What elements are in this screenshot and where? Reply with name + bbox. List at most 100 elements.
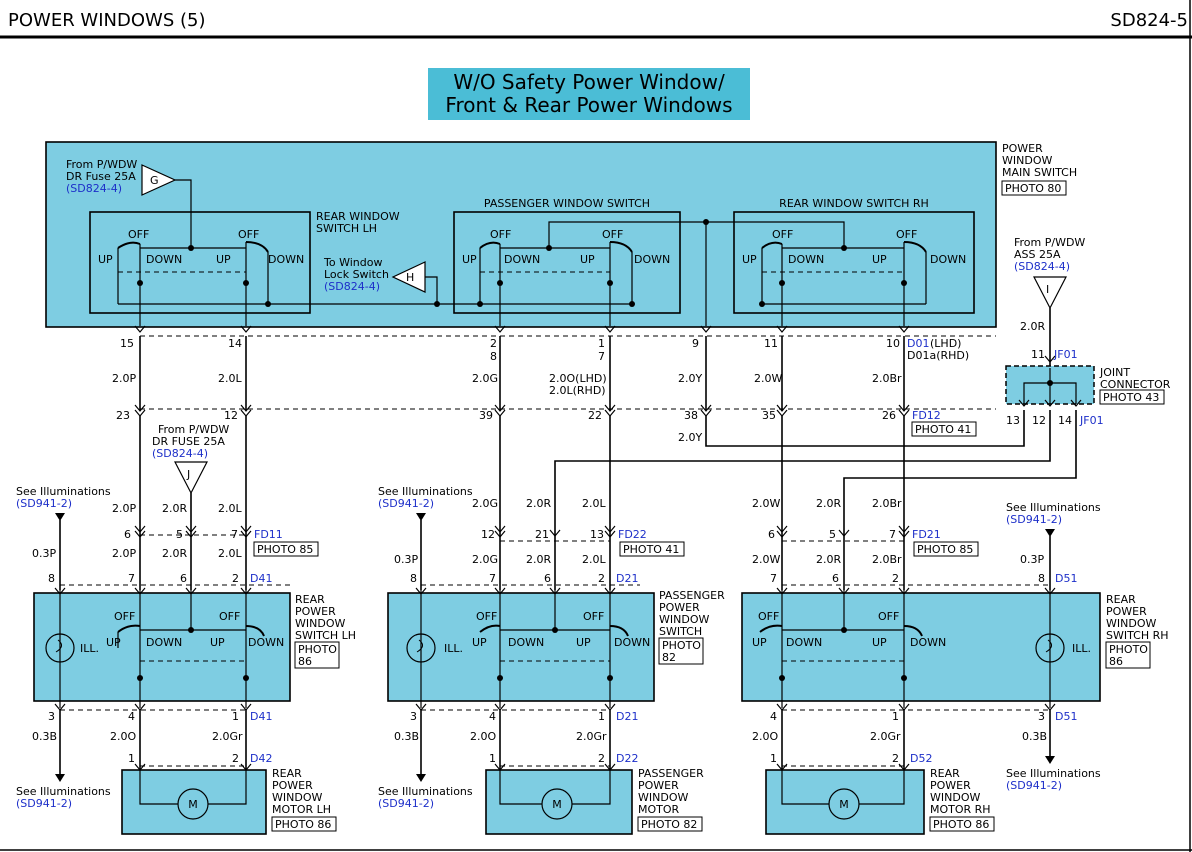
svg-text:DOWN: DOWN xyxy=(508,636,544,649)
svg-text:2.0Gr: 2.0Gr xyxy=(212,730,243,743)
svg-text:7: 7 xyxy=(598,350,605,363)
svg-text:2.0W: 2.0W xyxy=(754,372,782,385)
svg-text:G: G xyxy=(150,174,159,187)
svg-text:12: 12 xyxy=(481,528,495,541)
svg-text:PHOTO 86: PHOTO 86 xyxy=(275,818,331,831)
svg-text:2.0G: 2.0G xyxy=(472,372,498,385)
svg-text:2.0O: 2.0O xyxy=(752,730,778,743)
svg-text:2.0Gr: 2.0Gr xyxy=(576,730,607,743)
svg-text:UP: UP xyxy=(462,253,477,266)
passenger-window-switch-main: PASSENGER WINDOW SWITCH OFF OFF UP DOWN … xyxy=(453,197,706,326)
connector-h: To Window Lock Switch (SD824-4) H xyxy=(323,256,438,304)
svg-text:SWITCH RH: SWITCH RH xyxy=(1106,629,1169,642)
svg-text:6: 6 xyxy=(124,528,131,541)
page-title: POWER WINDOWS (5) xyxy=(8,10,205,31)
svg-text:23: 23 xyxy=(116,409,130,422)
svg-text:2.0O: 2.0O xyxy=(110,730,136,743)
svg-text:POWER: POWER xyxy=(659,601,700,614)
passenger-power-window-switch: 8 7 6 2 D21 ILL. OFF OFF UP DOWN UP DOWN… xyxy=(387,572,725,723)
svg-text:2.0Br: 2.0Br xyxy=(872,372,902,385)
svg-text:CONNECTOR: CONNECTOR xyxy=(1100,378,1171,391)
svg-text:2.0O(LHD): 2.0O(LHD) xyxy=(549,372,607,385)
svg-text:ILL.: ILL. xyxy=(444,642,463,655)
svg-text:2.0W: 2.0W xyxy=(752,497,780,510)
svg-text:22: 22 xyxy=(588,409,602,422)
svg-text:PHOTO 86: PHOTO 86 xyxy=(933,818,989,831)
svg-text:15: 15 xyxy=(120,337,134,350)
svg-text:M: M xyxy=(188,798,198,811)
svg-text:(SD824-4): (SD824-4) xyxy=(1014,260,1070,273)
svg-text:0.3B: 0.3B xyxy=(394,730,419,743)
svg-text:1: 1 xyxy=(598,337,605,350)
title-line-2: Front & Rear Power Windows xyxy=(445,93,732,117)
svg-text:OFF: OFF xyxy=(896,228,917,241)
svg-text:SWITCH: SWITCH xyxy=(659,625,702,638)
svg-text:4: 4 xyxy=(489,710,496,723)
svg-text:PHOTO: PHOTO xyxy=(298,643,337,656)
svg-text:OFF: OFF xyxy=(878,610,899,623)
svg-text:7: 7 xyxy=(889,528,896,541)
svg-text:2.0L: 2.0L xyxy=(218,547,242,560)
svg-text:2.0Br: 2.0Br xyxy=(872,497,902,510)
svg-text:UP: UP xyxy=(872,253,887,266)
svg-text:M: M xyxy=(552,798,562,811)
wires-passenger: 2.0G 2.0R 2.0L 12 21 13 FD22 PHOTO 41 2.… xyxy=(378,416,685,590)
svg-text:OFF: OFF xyxy=(490,228,511,241)
svg-text:DR FUSE 25A: DR FUSE 25A xyxy=(152,435,225,448)
wires-rear-rh: 2.0W 2.0R 2.0Br 6 5 7 FD21 PHOTO 85 2.0W… xyxy=(752,416,1101,590)
connector-g: From P/WDW DR Fuse 25A (SD824-4) G xyxy=(66,158,192,248)
svg-text:(SD941-2): (SD941-2) xyxy=(16,797,72,810)
svg-text:POWER: POWER xyxy=(295,605,336,618)
svg-text:OFF: OFF xyxy=(219,610,240,623)
svg-text:I: I xyxy=(1046,283,1049,296)
svg-text:MOTOR: MOTOR xyxy=(638,803,680,816)
svg-text:6: 6 xyxy=(832,572,839,585)
svg-text:12: 12 xyxy=(1032,414,1046,427)
svg-text:(SD824-4): (SD824-4) xyxy=(66,182,122,195)
svg-text:ASS 25A: ASS 25A xyxy=(1014,248,1061,261)
svg-text:PASSENGER: PASSENGER xyxy=(659,589,725,602)
page-code: SD824-5 xyxy=(1110,10,1188,31)
svg-text:2.0R: 2.0R xyxy=(526,553,551,566)
svg-text:POWER: POWER xyxy=(1002,142,1043,155)
svg-text:Lock Switch: Lock Switch xyxy=(324,268,389,281)
title-line-1: W/O Safety Power Window/ xyxy=(453,70,725,94)
svg-text:7: 7 xyxy=(231,528,238,541)
svg-text:5: 5 xyxy=(829,528,836,541)
rear-power-window-switch-rh: 7 6 2 8 D51 ILL. OFF OFF UP DOWN UP DOWN… xyxy=(741,572,1169,723)
svg-text:0.3B: 0.3B xyxy=(32,730,57,743)
svg-text:OFF: OFF xyxy=(758,610,779,623)
svg-text:1: 1 xyxy=(128,752,135,765)
svg-text:14: 14 xyxy=(228,337,242,350)
svg-text:WINDOW: WINDOW xyxy=(1002,154,1052,167)
svg-text:D42: D42 xyxy=(250,752,272,765)
svg-text:2.0R: 2.0R xyxy=(162,502,187,515)
svg-text:2.0P: 2.0P xyxy=(112,547,136,560)
svg-text:WINDOW: WINDOW xyxy=(272,791,322,804)
svg-text:UP: UP xyxy=(210,636,225,649)
svg-text:To Window: To Window xyxy=(323,256,382,269)
svg-text:UP: UP xyxy=(472,636,487,649)
svg-text:PHOTO 41: PHOTO 41 xyxy=(915,423,971,436)
svg-text:OFF: OFF xyxy=(772,228,793,241)
svg-text:6: 6 xyxy=(768,528,775,541)
svg-text:4: 4 xyxy=(128,710,135,723)
svg-text:POWER: POWER xyxy=(638,779,679,792)
svg-text:UP: UP xyxy=(872,636,887,649)
svg-text:From P/WDW: From P/WDW xyxy=(158,423,229,436)
svg-text:0.3P: 0.3P xyxy=(32,547,56,560)
svg-text:REAR: REAR xyxy=(295,593,325,606)
svg-text:2: 2 xyxy=(598,752,605,765)
svg-text:2.0G: 2.0G xyxy=(472,553,498,566)
svg-text:D21: D21 xyxy=(616,710,638,723)
svg-text:OFF: OFF xyxy=(238,228,259,241)
svg-text:SWITCH LH: SWITCH LH xyxy=(316,222,377,235)
svg-text:6: 6 xyxy=(544,572,551,585)
svg-text:(SD824-4): (SD824-4) xyxy=(152,447,208,460)
svg-text:D21: D21 xyxy=(616,572,638,585)
svg-text:0.3P: 0.3P xyxy=(1020,553,1044,566)
svg-text:DOWN: DOWN xyxy=(248,636,284,649)
svg-text:82: 82 xyxy=(662,651,676,664)
svg-text:2.0L: 2.0L xyxy=(582,553,606,566)
